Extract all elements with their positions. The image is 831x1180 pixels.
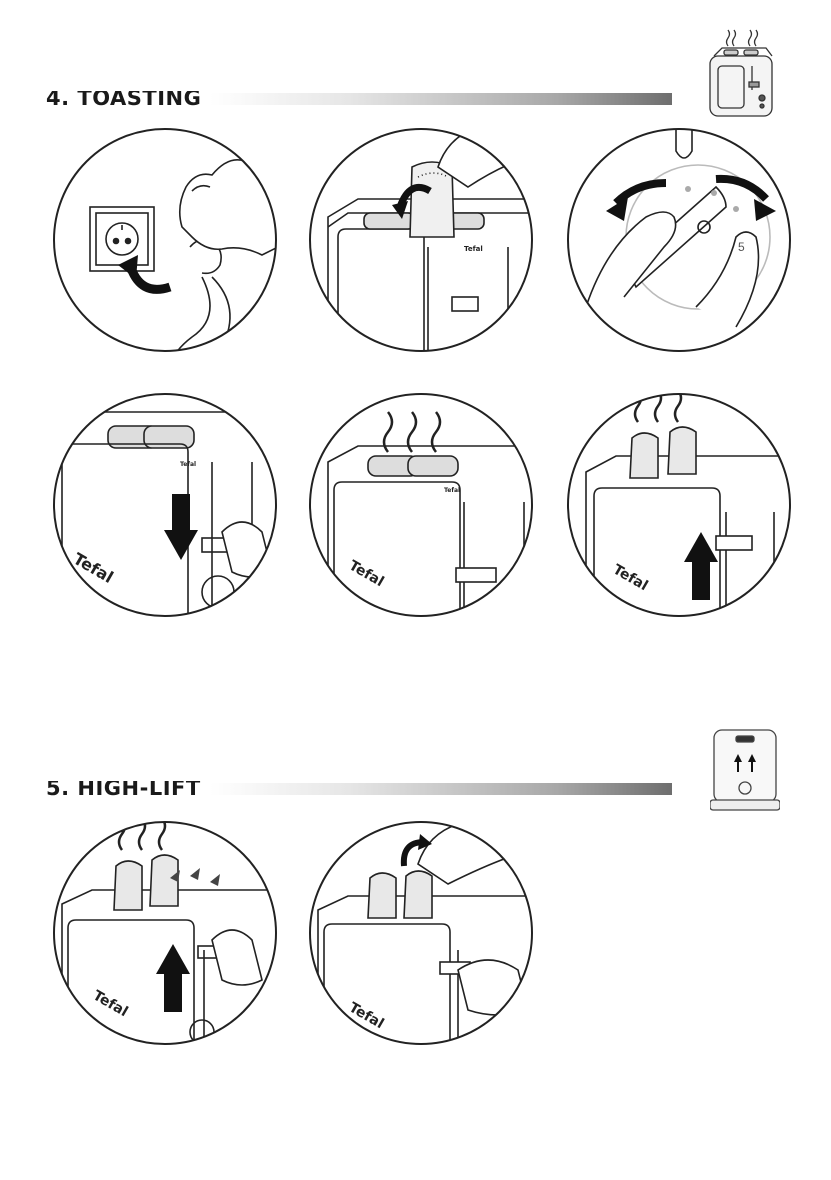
section-bar: [210, 783, 672, 795]
step-toast-pops-up: Tefal: [566, 392, 792, 618]
section-header-toasting: 4. TOASTING: [60, 86, 672, 110]
step-toasting-in-progress: Tefal Tefal: [308, 392, 534, 618]
toaster-steam-icon: [700, 26, 782, 122]
section-bar: [210, 93, 672, 105]
step-highlift-remove-toast: Tefal: [308, 820, 534, 1046]
step-lower-lever: Tefal Tefal: [52, 392, 278, 618]
step-insert-bread: Tefal: [308, 127, 534, 353]
dial-number-label: 5: [738, 240, 745, 254]
svg-text:Tefal: Tefal: [464, 245, 483, 253]
step-highlift-raise-lever: Tefal: [52, 820, 278, 1046]
step-plug-in: [52, 127, 278, 353]
section-title-highlift: 5. HIGH-LIFT: [46, 776, 201, 800]
svg-text:Tefal: Tefal: [180, 461, 196, 468]
section-header-highlift: 5. HIGH-LIFT: [60, 776, 672, 800]
step-set-browning-dial: 5: [566, 127, 792, 353]
section-title-toasting: 4. TOASTING: [46, 86, 201, 110]
toaster-front-highlift-icon: [710, 726, 780, 812]
svg-text:Tefal: Tefal: [444, 487, 460, 494]
